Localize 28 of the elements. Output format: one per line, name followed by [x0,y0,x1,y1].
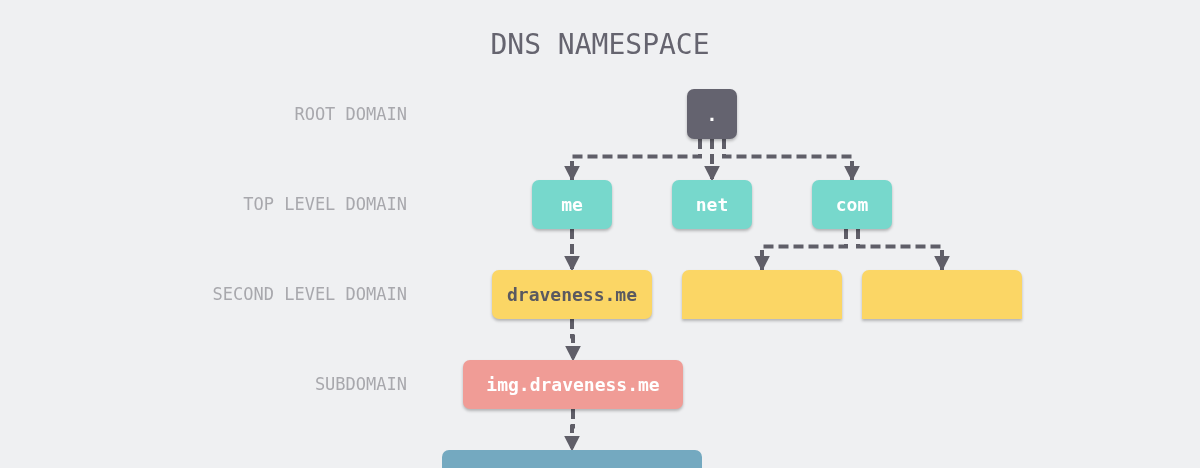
domain-box [463,360,683,409]
arrow [704,139,720,182]
domain-box [672,180,752,229]
level-label: SECOND LEVEL DOMAIN [212,284,407,304]
domain-box [812,180,892,229]
arrow [564,139,702,182]
domain-box [532,180,612,229]
arrow [565,319,581,362]
domain-box [682,270,842,319]
domain-box [687,89,737,139]
domain-name: me [561,194,583,215]
domain-name: . [706,103,718,125]
domain-box [442,450,702,468]
domain-name: draveness.me [506,284,637,305]
diagram-title: DNS NAMESPACE [489,28,711,61]
arrow [564,409,580,452]
level-label: SUBDOMAIN [314,374,407,394]
domain-box [862,270,1022,319]
arrow [856,229,950,272]
arrow [722,139,860,182]
level-label: ROOT DOMAIN [294,104,407,124]
level-label: TOP LEVEL DOMAIN [243,194,407,214]
domain-name: net [695,194,729,215]
domain-name: com [835,194,869,215]
arrow [754,229,848,272]
domain-name: img.draveness.me [486,374,660,395]
domain-box [492,270,652,319]
arrow [564,229,580,272]
